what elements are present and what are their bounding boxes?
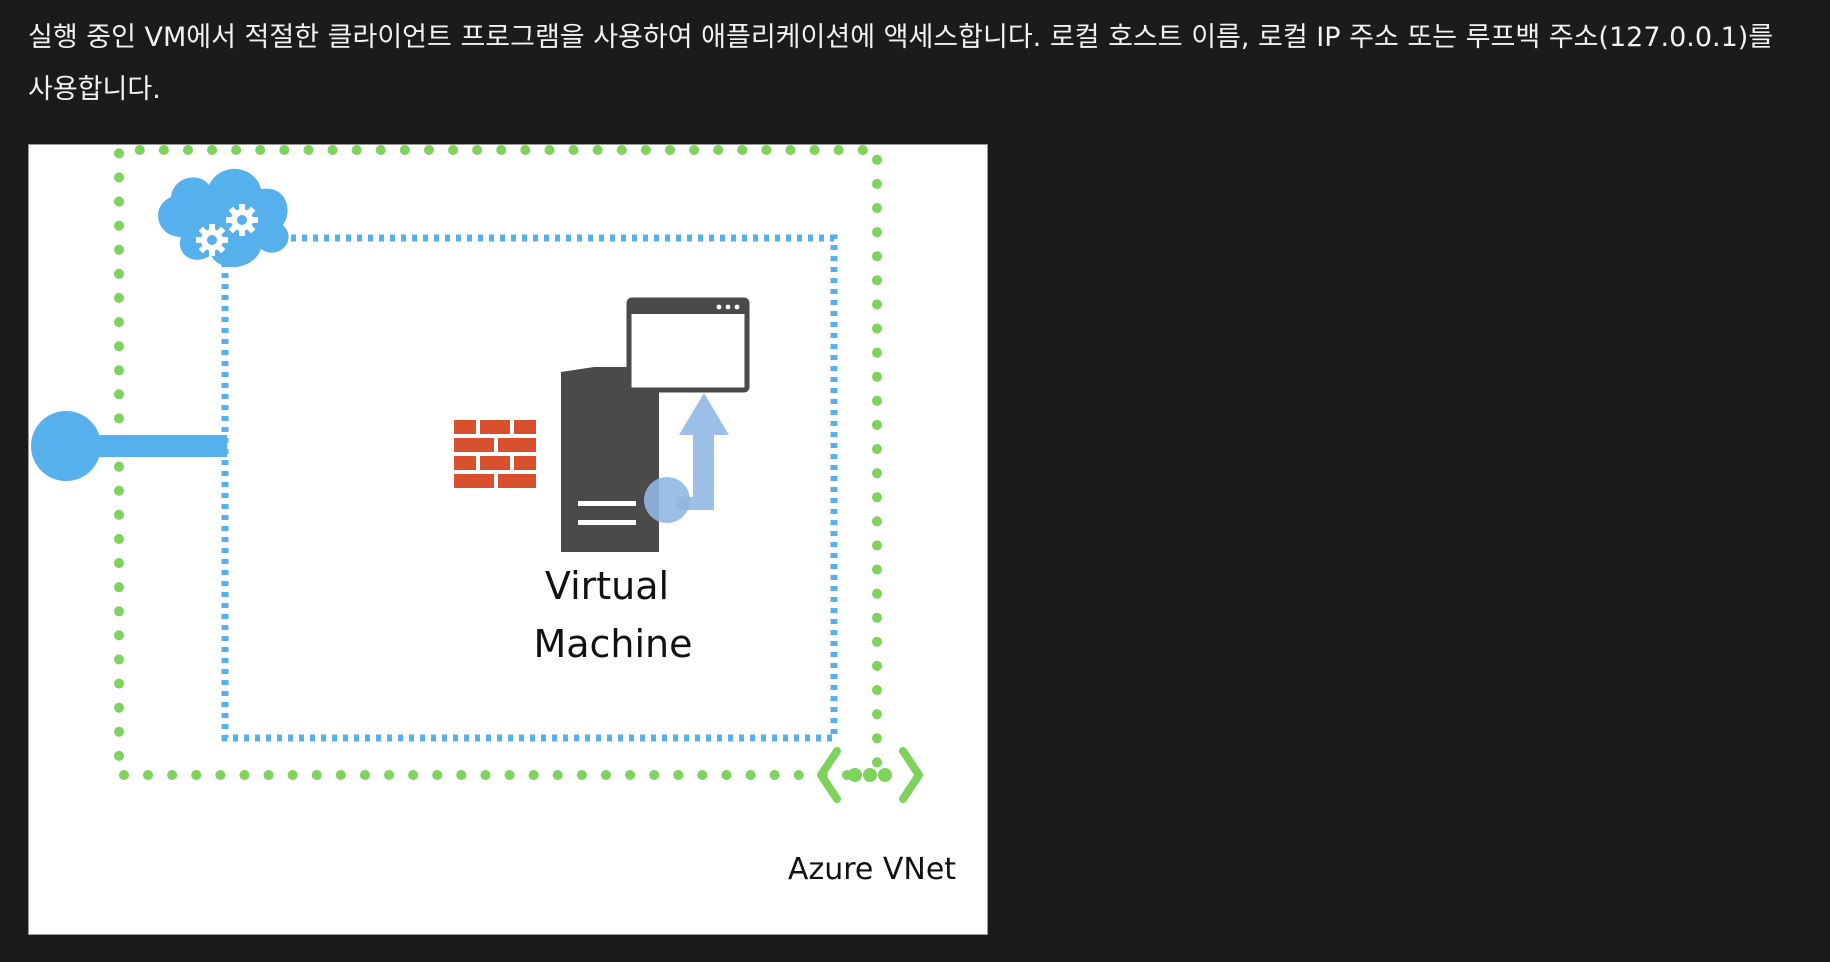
- vm-label-line1: Virtual: [545, 564, 669, 608]
- description-paragraph: 실행 중인 VM에서 적절한 클라이언트 프로그램을 사용하여 애플리케이션에 …: [28, 22, 1774, 105]
- firewall-icon: [454, 420, 536, 488]
- cloud-gear-icon: [158, 168, 289, 268]
- browser-window-icon: [626, 297, 750, 393]
- vnet-label: Azure VNet: [788, 852, 956, 887]
- vm-label-line2: Machine: [533, 622, 692, 666]
- server-icon: [561, 367, 659, 552]
- up-arrow-icon: [644, 393, 729, 523]
- endpoint-icon: [31, 411, 227, 481]
- vnet-border: [114, 145, 882, 780]
- vm-network-diagram: Virtual Machine Azure VNet: [28, 144, 988, 935]
- cloud-service-border: [221, 234, 838, 742]
- vnet-icon: [817, 747, 923, 803]
